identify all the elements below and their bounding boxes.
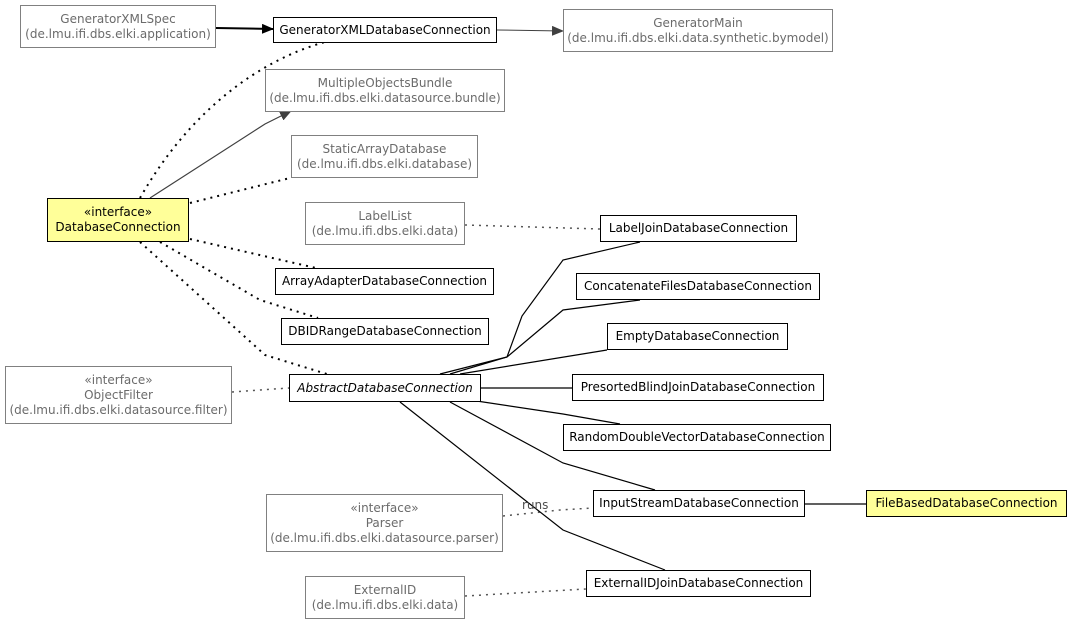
node-line: InputStreamDatabaseConnection bbox=[599, 496, 799, 510]
node-line: GeneratorXMLSpec bbox=[60, 11, 176, 26]
edge-abstract-concatenate bbox=[449, 299, 641, 375]
node-line: ObjectFilter bbox=[84, 387, 153, 402]
node-line: Parser bbox=[365, 515, 404, 530]
edge-dbconn-arrayadapter bbox=[189, 238, 317, 269]
node-line: MultipleObjectsBundle bbox=[317, 75, 453, 90]
edge-label-runs: runs bbox=[522, 498, 549, 512]
node-line: FileBasedDatabaseConnection bbox=[875, 496, 1058, 510]
edge-spec-to-xmlconn bbox=[215, 23, 274, 34]
node-label-join-database-connection[interactable]: LabelJoinDatabaseConnection bbox=[600, 215, 797, 242]
node-concatenate-files-database-connection[interactable]: ConcatenateFilesDatabaseConnection bbox=[576, 273, 820, 300]
node-object-filter[interactable]: «interface» ObjectFilter (de.lmu.ifi.dbs… bbox=[5, 366, 232, 424]
node-line: RandomDoubleVectorDatabaseConnection bbox=[569, 430, 825, 444]
edge-dbconn-staticarray bbox=[189, 177, 291, 204]
node-abstract-database-connection[interactable]: AbstractDatabaseConnection bbox=[289, 374, 481, 402]
node-line: LabelJoinDatabaseConnection bbox=[608, 221, 789, 235]
node-line: ConcatenateFilesDatabaseConnection bbox=[584, 279, 812, 293]
node-line: LabelList bbox=[358, 208, 412, 223]
node-line: GeneratorXMLDatabaseConnection bbox=[279, 22, 491, 37]
node-line: PresortedBlindJoinDatabaseConnection bbox=[580, 380, 816, 394]
edge-abstract-empty bbox=[459, 349, 608, 375]
node-parser[interactable]: «interface» Parser (de.lmu.ifi.dbs.elki.… bbox=[266, 494, 503, 552]
node-file-based-database-connection[interactable]: FileBasedDatabaseConnection bbox=[866, 490, 1067, 517]
node-presorted-blind-join-database-connection[interactable]: PresortedBlindJoinDatabaseConnection bbox=[572, 374, 824, 401]
node-generator-xml-spec[interactable]: GeneratorXMLSpec (de.lmu.ifi.dbs.elki.ap… bbox=[20, 5, 216, 48]
node-random-double-vector-database-connection[interactable]: RandomDoubleVectorDatabaseConnection bbox=[563, 424, 831, 451]
node-line: AbstractDatabaseConnection bbox=[297, 380, 473, 395]
edge-labellist-labeljoin bbox=[464, 224, 601, 230]
node-dbid-range-database-connection[interactable]: DBIDRangeDatabaseConnection bbox=[281, 318, 489, 345]
node-line: (de.lmu.ifi.dbs.elki.database) bbox=[296, 156, 473, 171]
node-multiple-objects-bundle[interactable]: MultipleObjectsBundle (de.lmu.ifi.dbs.el… bbox=[265, 69, 505, 112]
edge-dbconn-to-bundle bbox=[149, 110, 292, 199]
node-line: (de.lmu.ifi.dbs.elki.data) bbox=[311, 597, 459, 612]
node-empty-database-connection[interactable]: EmptyDatabaseConnection bbox=[607, 323, 788, 350]
node-static-array-database[interactable]: StaticArrayDatabase (de.lmu.ifi.dbs.elki… bbox=[291, 135, 478, 178]
node-line: ExternalID bbox=[353, 582, 417, 597]
edge-abstract-labeljoin bbox=[439, 241, 641, 375]
node-line: ExternalIDJoinDatabaseConnection bbox=[593, 576, 804, 590]
node-line: (de.lmu.ifi.dbs.elki.data.synthetic.bymo… bbox=[567, 30, 829, 45]
edge-abstract-externaljoin bbox=[399, 401, 666, 571]
edge-dbconn-xmlconn bbox=[139, 41, 326, 199]
node-line: StaticArrayDatabase bbox=[322, 141, 447, 156]
node-line: (de.lmu.ifi.dbs.elki.data) bbox=[311, 223, 459, 238]
node-line: (de.lmu.ifi.dbs.elki.application) bbox=[25, 26, 211, 41]
node-line: «interface» bbox=[84, 372, 153, 387]
node-line: (de.lmu.ifi.dbs.elki.datasource.parser) bbox=[270, 530, 499, 545]
node-line: EmptyDatabaseConnection bbox=[615, 329, 780, 343]
node-line: (de.lmu.ifi.dbs.elki.datasource.bundle) bbox=[269, 90, 501, 105]
node-line: DBIDRangeDatabaseConnection bbox=[288, 324, 482, 338]
node-line: (de.lmu.ifi.dbs.elki.datasource.filter) bbox=[9, 402, 228, 417]
node-line: «interface» bbox=[350, 500, 419, 515]
node-line: GeneratorMain bbox=[653, 15, 743, 30]
node-generator-xml-database-connection[interactable]: GeneratorXMLDatabaseConnection bbox=[273, 17, 497, 43]
node-external-id-join-database-connection[interactable]: ExternalIDJoinDatabaseConnection bbox=[586, 570, 811, 597]
node-input-stream-database-connection[interactable]: InputStreamDatabaseConnection bbox=[593, 490, 805, 517]
node-array-adapter-database-connection[interactable]: ArrayAdapterDatabaseConnection bbox=[275, 268, 494, 295]
edge-externalid-externaljoin bbox=[464, 588, 587, 597]
edge-xmlconn-to-main bbox=[496, 25, 564, 36]
edge-objectfilter-abstract bbox=[231, 387, 290, 393]
edge-abstract-random bbox=[469, 399, 621, 425]
edge-abstract-inputstream bbox=[449, 401, 656, 491]
node-line: DatabaseConnection bbox=[55, 220, 181, 234]
node-external-id[interactable]: ExternalID (de.lmu.ifi.dbs.elki.data) bbox=[305, 576, 465, 619]
node-line: «interface» bbox=[83, 205, 153, 219]
node-label-list[interactable]: LabelList (de.lmu.ifi.dbs.elki.data) bbox=[305, 202, 465, 245]
edge-dbconn-abstract bbox=[139, 241, 331, 376]
edge-parser-inputstream bbox=[502, 507, 594, 517]
node-database-connection[interactable]: «interface» DatabaseConnection bbox=[47, 198, 189, 242]
node-generator-main[interactable]: GeneratorMain (de.lmu.ifi.dbs.elki.data.… bbox=[563, 9, 833, 52]
node-line: ArrayAdapterDatabaseConnection bbox=[281, 274, 488, 288]
